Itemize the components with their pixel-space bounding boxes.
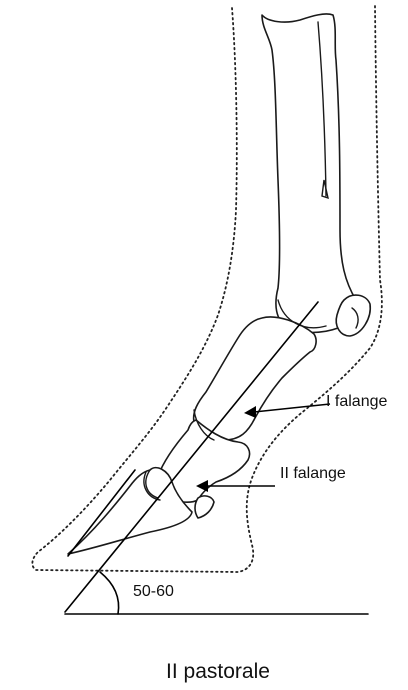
label-first-phalanx: I falange — [326, 393, 387, 410]
hoof-pastern-axis — [65, 302, 318, 612]
arrow-left-icon — [196, 480, 275, 492]
navicular-bone — [195, 496, 214, 518]
angle-arc — [100, 572, 119, 614]
caption: II pastorale — [166, 660, 270, 683]
label-second-phalanx: II falange — [280, 465, 346, 482]
label-angle: 50-60 — [133, 583, 174, 600]
cannon-bone — [262, 14, 357, 333]
